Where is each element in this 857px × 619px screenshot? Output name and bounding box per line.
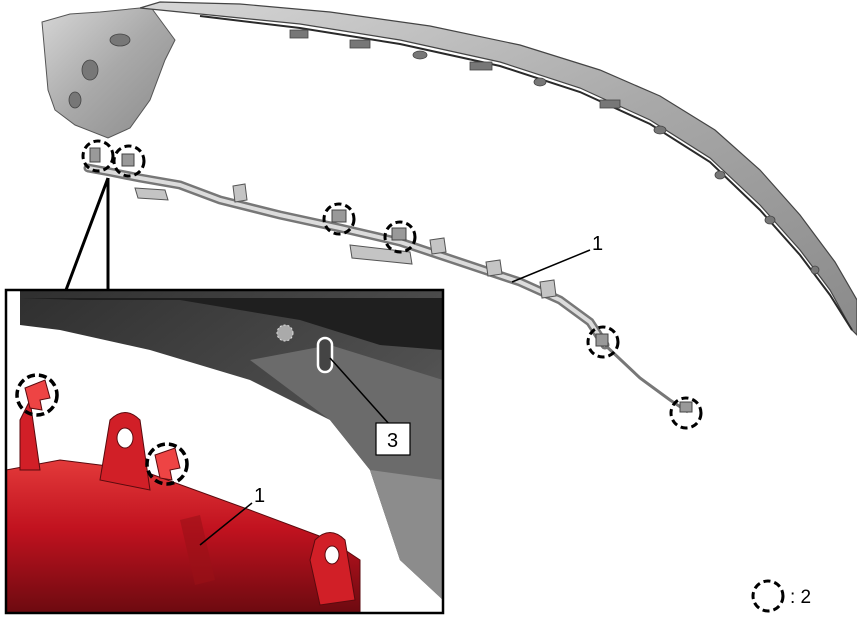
legend: : 2: [751, 579, 811, 613]
clip-marker: [15, 373, 59, 417]
rail-holes: [68, 29, 820, 275]
clip-marker: [669, 396, 703, 430]
detail-leader-lines: [64, 177, 110, 291]
callout-1-detail-label: 1: [254, 485, 265, 507]
clip-markers-main: [81, 139, 703, 430]
clip-marker: [383, 220, 417, 254]
clip-marker: [586, 325, 620, 359]
detail-inset: 1 3: [4, 288, 445, 615]
clip-marker: [81, 139, 115, 173]
clip-marker: [145, 442, 189, 486]
detail-inset-frame: [4, 288, 445, 615]
body-side-rail: [41, 1, 857, 336]
detail-harness-tab: [309, 532, 356, 606]
harness-tabs: [134, 183, 557, 299]
clip-markers-detail: [15, 373, 189, 486]
harness-clips: [89, 147, 693, 413]
airbag-harness-main: [83, 147, 693, 414]
pillar-section: [41, 5, 176, 139]
rail-edge: [199, 15, 853, 331]
legend-text: : 2: [790, 587, 811, 608]
dashed-circle-icon: [751, 579, 785, 613]
callout-3-detail: 3: [329, 357, 411, 456]
detail-harness-tab: [99, 412, 151, 491]
detail-slot-part3: [316, 336, 334, 374]
roof-rail: [139, 1, 857, 336]
callout-1-detail: 1: [199, 485, 265, 546]
callout-1-main-label: 1: [592, 233, 603, 255]
clip-marker: [112, 144, 146, 178]
clip-marker: [322, 202, 356, 236]
callout-1-main: 1: [511, 233, 603, 283]
harness-tail: [603, 343, 689, 414]
detail-harness-tab: [19, 398, 41, 471]
callout-3-detail-label: 3: [387, 430, 398, 452]
